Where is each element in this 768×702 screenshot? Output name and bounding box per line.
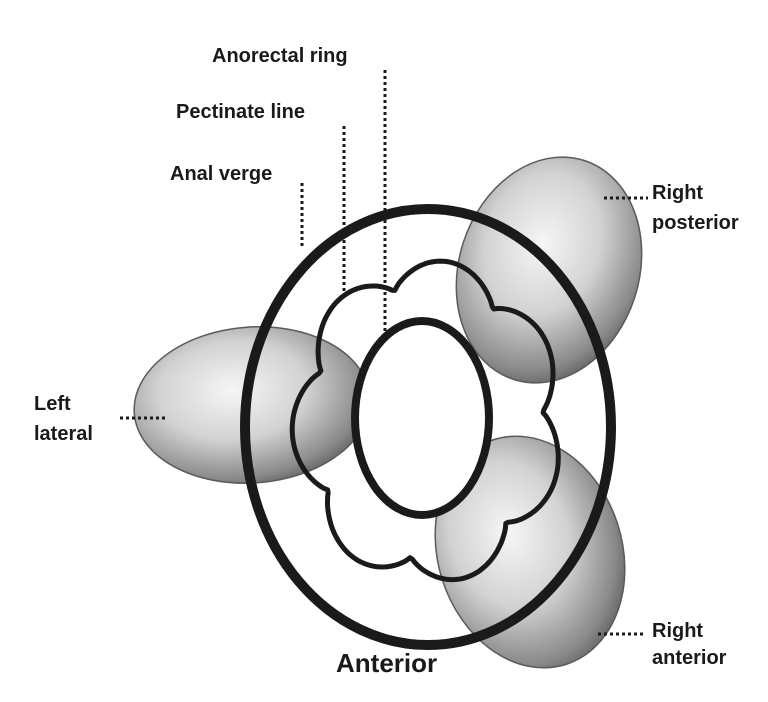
right-anterior-label-line1: Right [652, 620, 703, 642]
anal-verge-ring [240, 204, 616, 650]
right-anterior-label-line2: anterior [652, 647, 727, 669]
pectinate-line-shape [289, 258, 561, 583]
left-lateral-label-line1: Left [34, 393, 71, 415]
anorectal-ring [351, 317, 493, 519]
right-posterior-label-line1: Right [652, 182, 703, 204]
anorectal-ring-label: Anorectal ring [212, 45, 348, 67]
right-posterior-label-line2: posterior [652, 212, 739, 234]
anterior-label: Anterior [336, 648, 437, 678]
left-lateral-label-line2: lateral [34, 423, 93, 445]
pectinate-line-label: Pectinate line [176, 101, 305, 123]
anal-verge-label: Anal verge [170, 163, 272, 185]
